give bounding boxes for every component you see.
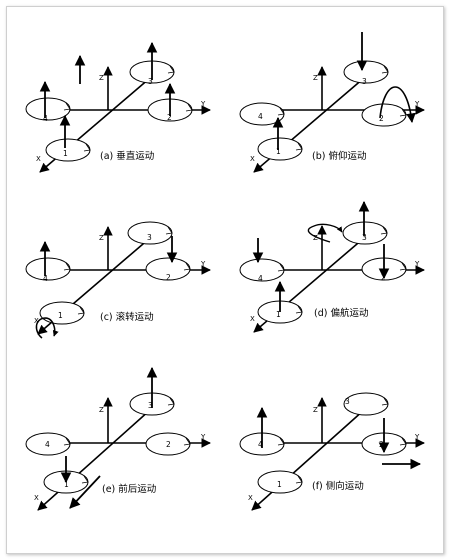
y-axis-label: Y [200, 433, 206, 441]
rotor-1-label: 1 [276, 147, 281, 156]
rotor-4-label: 4 [258, 440, 263, 449]
panel-b: Z Y X 4 1 3 2 (b) 俯仰运动 [239, 32, 425, 173]
z-axis-label: Z [99, 234, 104, 242]
rotor-1-label: 1 [64, 480, 69, 489]
thrust-arrows [60, 366, 158, 509]
rotor-1-label: 1 [58, 311, 63, 320]
y-axis-label: Y [414, 260, 420, 268]
x-axis-label: X [34, 317, 39, 325]
rotor-3-label: 3 [148, 77, 153, 86]
rotor-4-label: 4 [45, 440, 50, 449]
x-axis-label: X [34, 494, 39, 502]
caption-a: (a) 垂直运动 [100, 150, 154, 162]
y-axis-label: Y [200, 260, 206, 268]
x-axis-label: X [250, 155, 255, 163]
rotor-2-label: 2 [379, 114, 384, 123]
rotor-1-label: 1 [276, 310, 281, 319]
caption-f: (f) 侧向运动 [312, 480, 364, 492]
figure-frame [6, 6, 444, 554]
rotor-3: 3 [342, 221, 388, 245]
rotor-2-label: 2 [166, 273, 171, 282]
rotor-3: 3 [127, 221, 173, 245]
rotor-2: 2 [145, 432, 191, 456]
z-axis-label: Z [313, 74, 318, 82]
y-axis-label: Y [414, 100, 420, 108]
roll-rotation-arrow [35, 317, 59, 339]
z-axis-label: Z [99, 74, 104, 82]
panel-f: Z Y X 4 1 3 2 (f) 侧向运动 [239, 392, 425, 511]
rotor-3-label: 3 [148, 401, 153, 410]
rotor-4: 4 [25, 257, 71, 283]
thrust-arrows [39, 41, 176, 148]
x-axis-label: X [248, 494, 253, 502]
rotor-3-label: 3 [362, 77, 367, 86]
caption-d: (d) 偏航运动 [314, 307, 368, 319]
rotor-2-label: 2 [167, 113, 172, 122]
rotor-3-label: 3 [362, 233, 367, 242]
x-axis-label: X [36, 155, 41, 163]
rotor-1: 1 [45, 138, 91, 162]
thrust-arrows [252, 200, 390, 312]
rotor-2-label: 2 [166, 440, 171, 449]
axes: Z Y X [248, 397, 425, 511]
rotor-4: 4 [25, 97, 71, 123]
caption-e: (e) 前后运动 [102, 483, 156, 495]
rotor-4-label: 4 [43, 114, 48, 123]
rotor-4: 4 [25, 432, 71, 456]
panel-a: Z Y X 4 1 3 2 [25, 41, 211, 173]
thrust-arrows [256, 406, 422, 470]
panel-c: Z Y X 4 1 3 2 (c) 滚转运动 [25, 221, 211, 339]
rotor-1: 1 [39, 301, 85, 325]
rotor-4-label: 4 [258, 274, 263, 283]
z-axis-label: Z [313, 234, 318, 242]
thrust-arrows [35, 236, 178, 339]
rotor-4-label: 4 [258, 112, 263, 121]
caption-c: (c) 滚转运动 [100, 311, 154, 323]
panel-e: Z Y X 4 1 3 2 (e) 前后运动 [25, 366, 211, 511]
rotor-2: 2 [145, 257, 191, 282]
z-axis-label: Z [99, 406, 104, 414]
z-axis-label: Z [313, 406, 318, 414]
y-axis-label: Y [414, 433, 420, 441]
y-axis-label: Y [200, 100, 206, 108]
rotor-3: 3 [343, 60, 389, 86]
x-axis-label: X [250, 315, 255, 323]
rotor-1-label: 1 [63, 149, 68, 158]
rotor-1: 1 [257, 470, 303, 494]
yaw-rotation-arrow [307, 223, 343, 243]
caption-b: (b) 俯仰运动 [312, 150, 366, 162]
pitch-rotation-arrow [379, 86, 416, 123]
rotor-3: 3 [343, 392, 389, 416]
thrust-arrows [272, 32, 416, 150]
rotor-3-label: 3 [147, 233, 152, 242]
rotor-1-label: 1 [277, 480, 282, 489]
rotor-4-label: 4 [43, 274, 48, 283]
rotor-4: 4 [239, 258, 285, 283]
rotor-1: 1 [257, 137, 303, 161]
rotor-2: 2 [361, 103, 407, 127]
panel-d: Z Y X 4 1 3 2 [239, 200, 425, 333]
rotor-3-label: 3 [345, 397, 350, 406]
